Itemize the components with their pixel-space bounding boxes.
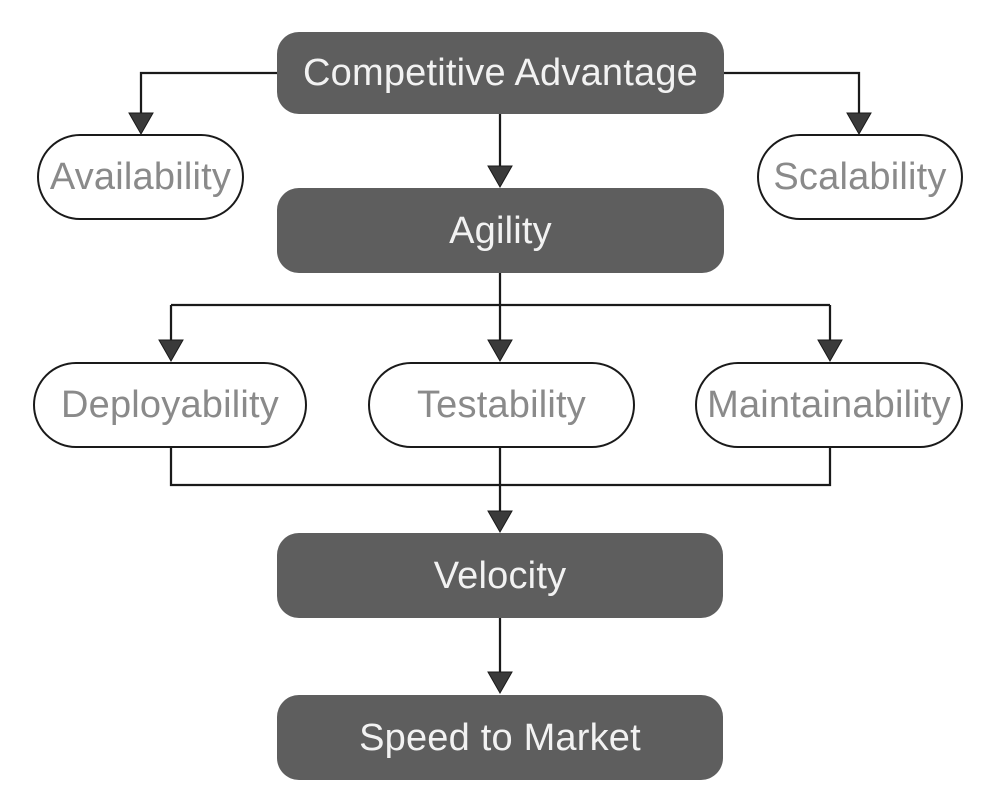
arrowhead-deployability [158,339,184,363]
node-speed-to-market: Speed to Market [277,695,723,780]
node-deployability-label: Deployability [60,384,280,426]
node-agility: Agility [277,188,724,273]
edge-competitive-advantage-availability [139,71,277,118]
node-deployability: Deployability [33,362,307,448]
arrowhead-testability [487,339,513,363]
node-competitive-advantage-label: Competitive Advantage [303,52,698,94]
arrowhead-scalability [846,112,872,136]
node-velocity-label: Velocity [433,554,567,597]
node-scalability-label: Scalability [773,156,947,198]
edge-competitive-advantage-scalability [724,71,861,118]
arrowhead-availability [128,112,154,136]
node-scalability: Scalability [757,134,963,220]
node-availability: Availability [37,134,244,220]
arrowhead-maintainability [817,339,843,363]
node-testability: Testability [368,362,635,448]
node-velocity: Velocity [277,533,723,618]
node-competitive-advantage: Competitive Advantage [277,32,724,114]
node-availability-label: Availability [49,156,232,198]
node-maintainability-label: Maintainability [707,384,951,426]
node-speed-to-market-label: Speed to Market [359,716,641,759]
arrowhead-agility [487,165,513,189]
node-testability-label: Testability [416,384,587,426]
node-maintainability: Maintainability [695,362,963,448]
arrowhead-velocity [487,510,513,534]
arrowhead-speed-to-market [487,671,513,695]
node-agility-label: Agility [449,209,552,252]
